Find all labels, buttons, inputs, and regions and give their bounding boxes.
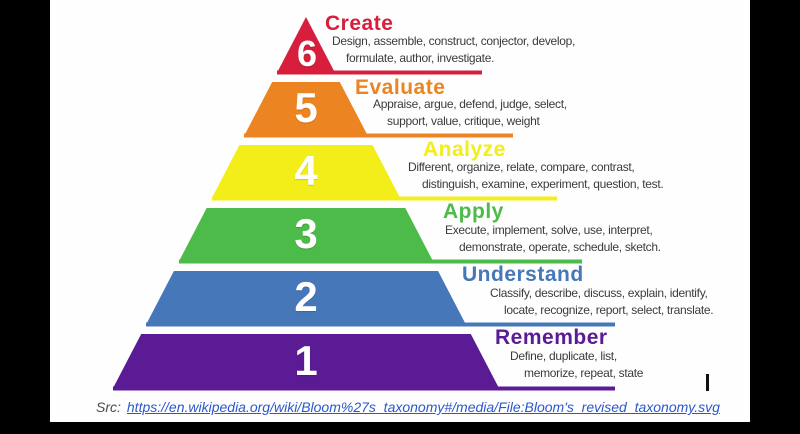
level-description-remember: Define, duplicate, list, memorize, repeat… xyxy=(510,348,643,381)
description-line-1: Define, duplicate, list, xyxy=(510,349,617,363)
level-number-1: 1 xyxy=(294,337,318,384)
band-underline-create xyxy=(277,70,482,75)
description-line-2: demonstrate, operate, schedule, sketch. xyxy=(459,239,661,254)
slide-stage: Src: https://en.wikipedia.org/wiki/Bloom%… xyxy=(50,0,750,422)
level-label-remember: Remember xyxy=(495,326,608,349)
description-line-1: Classify, describe, discuss, explain, id… xyxy=(490,286,708,300)
level-description-create: Design, assemble, construct, conjector, … xyxy=(332,33,575,66)
pyramid-band-create xyxy=(277,17,335,72)
pyramid-band-understand xyxy=(146,271,466,324)
description-line-2: locate, recognize, report, select, trans… xyxy=(504,302,714,317)
description-line-2: distinguish, examine, experiment, questi… xyxy=(422,176,664,191)
description-line-1: Design, assemble, construct, conjector, … xyxy=(332,34,576,48)
description-line-2: formulate, author, investigate. xyxy=(346,50,495,65)
description-line-1: Different, organize, relate, compare, co… xyxy=(408,160,635,174)
level-label-apply: Apply xyxy=(443,200,504,223)
pyramid-graphic xyxy=(113,17,615,391)
pyramid-band-evaluate xyxy=(244,82,368,135)
description-line-1: Appraise, argue, defend, judge, select, xyxy=(373,97,567,111)
description-line-2: memorize, repeat, state xyxy=(524,365,644,380)
level-number-6: 6 xyxy=(296,33,318,74)
band-underline-understand xyxy=(146,322,615,327)
band-underline-remember xyxy=(113,386,615,391)
source-line: Src: https://en.wikipedia.org/wiki/Bloom%… xyxy=(96,399,720,415)
band-underline-evaluate xyxy=(244,133,513,138)
level-label-create: Create xyxy=(325,12,394,35)
level-description-apply: Execute, implement, solve, use, interpre… xyxy=(445,222,661,255)
description-line-2: support, value, critique, weight xyxy=(387,113,540,128)
level-label-analyze: Analyze xyxy=(423,138,506,161)
band-underline-apply xyxy=(179,259,582,264)
level-number-4: 4 xyxy=(294,147,318,194)
text-cursor xyxy=(706,374,709,391)
level-number-3: 3 xyxy=(294,210,318,257)
level-label-understand: Understand xyxy=(462,263,584,286)
description-line-1: Execute, implement, solve, use, interpre… xyxy=(445,223,653,237)
level-description-evaluate: Appraise, argue, defend, judge, select, s… xyxy=(373,96,567,129)
level-number-2: 2 xyxy=(294,273,318,320)
source-url-link[interactable]: https://en.wikipedia.org/wiki/Bloom%27s_… xyxy=(126,399,720,415)
level-description-understand: Classify, describe, discuss, explain, id… xyxy=(490,285,714,318)
pyramid-band-analyze xyxy=(211,145,401,198)
pyramid-band-apply xyxy=(179,208,433,261)
level-number-5: 5 xyxy=(294,84,318,131)
source-prefix-label: Src: xyxy=(96,399,121,415)
pyramid-band-remember xyxy=(113,334,499,388)
band-underline-analyze xyxy=(212,196,557,201)
level-description-analyze: Different, organize, relate, compare, co… xyxy=(408,159,664,192)
level-label-evaluate: Evaluate xyxy=(355,76,446,99)
